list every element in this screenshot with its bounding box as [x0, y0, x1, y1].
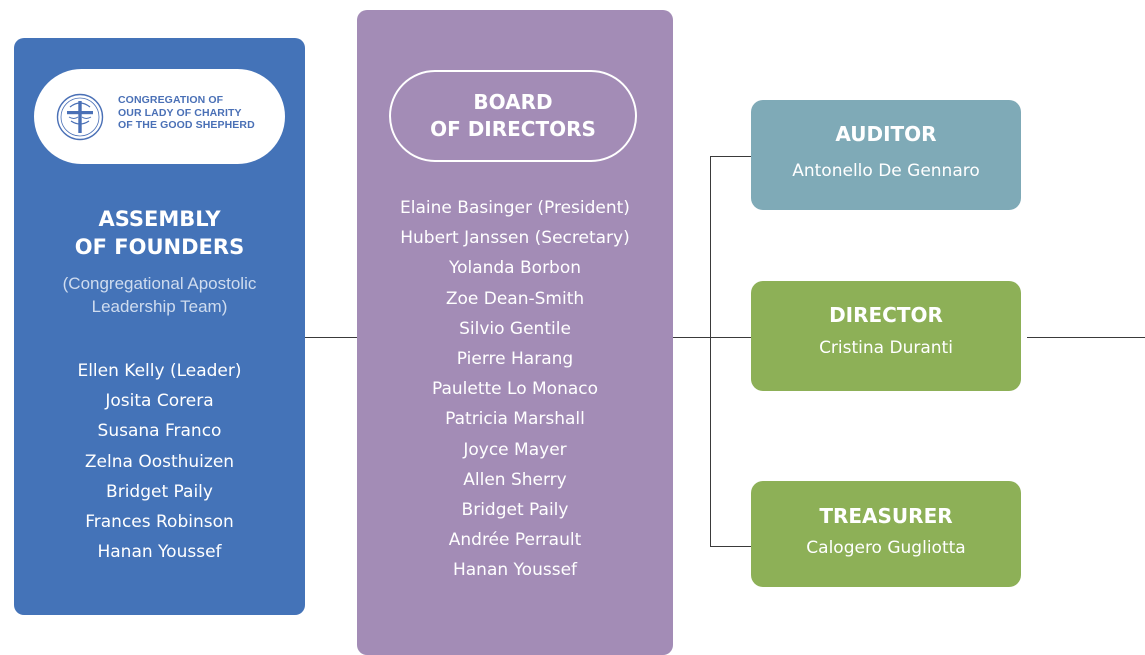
assembly-title-line: OF FOUNDERS — [74, 235, 245, 259]
board-member: Paulette Lo Monaco — [431, 379, 599, 400]
board-title-line: BOARD — [473, 90, 553, 114]
assembly-member: Susana Franco — [97, 421, 222, 442]
board-member: Zoe Dean-Smith — [445, 288, 585, 309]
assembly-member-list: Ellen Kelly (Leader) Josita Corera Susan… — [14, 356, 305, 567]
board-title: BOARD OF DIRECTORS — [430, 89, 596, 143]
logo-line: OF THE GOOD SHEPHERD — [118, 119, 255, 131]
connector-to-treasurer — [710, 546, 751, 547]
board-member: Pierre Harang — [456, 349, 574, 370]
connector-to-auditor — [710, 156, 751, 157]
director-name: Cristina Duranti — [819, 338, 953, 358]
assembly-of-founders-panel: CONGREGATION OF OUR LADY OF CHARITY OF T… — [14, 38, 305, 615]
assembly-member: Zelna Oosthuizen — [84, 451, 235, 472]
auditor-name: Antonello De Gennaro — [792, 161, 980, 181]
board-member: Hanan Youssef — [452, 560, 578, 581]
assembly-member: Hanan Youssef — [97, 542, 222, 563]
board-member-list: Elaine Basinger (President) Hubert Janss… — [357, 193, 673, 586]
connector-to-director — [710, 337, 751, 338]
connector-trunk-vertical — [710, 156, 711, 547]
treasurer-box: TREASURER Calogero Gugliotta — [751, 481, 1021, 587]
board-member: Silvio Gentile — [459, 318, 571, 339]
board-member: Elaine Basinger (President) — [400, 198, 630, 218]
auditor-title: AUDITOR — [835, 122, 937, 146]
treasurer-title: TREASURER — [819, 504, 953, 528]
board-member: Allen Sherry — [463, 469, 567, 490]
good-shepherd-seal-icon — [56, 93, 104, 141]
connector-director-out — [1027, 337, 1145, 338]
director-title: DIRECTOR — [829, 303, 943, 327]
board-of-directors-panel: BOARD OF DIRECTORS Elaine Basinger (Pres… — [357, 10, 673, 655]
auditor-box: AUDITOR Antonello De Gennaro — [751, 100, 1021, 210]
logo-line: CONGREGATION OF — [118, 94, 224, 106]
assembly-subtitle-line: (Congregational Apostolic — [62, 274, 257, 293]
assembly-subtitle-line: Leadership Team) — [91, 297, 228, 316]
board-title-line: OF DIRECTORS — [430, 117, 596, 141]
connector-assembly-board — [305, 337, 357, 338]
assembly-title-line: ASSEMBLY — [98, 207, 221, 231]
board-title-pill: BOARD OF DIRECTORS — [389, 70, 637, 162]
congregation-logo: CONGREGATION OF OUR LADY OF CHARITY OF T… — [34, 69, 285, 164]
assembly-subtitle: (Congregational Apostolic Leadership Tea… — [34, 272, 285, 318]
board-member: Bridget Paily — [461, 500, 569, 521]
board-member: Joyce Mayer — [463, 439, 567, 460]
board-member: Yolanda Borbon — [448, 258, 582, 279]
assembly-member: Ellen Kelly (Leader) — [77, 361, 242, 381]
board-member: Andrée Perrault — [448, 530, 582, 551]
connector-board-trunk — [673, 337, 711, 338]
board-member: Hubert Janssen (Secretary) — [400, 228, 630, 249]
assembly-member: Frances Robinson — [85, 512, 234, 533]
director-box: DIRECTOR Cristina Duranti — [751, 281, 1021, 391]
assembly-member: Josita Corera — [105, 391, 214, 412]
treasurer-name: Calogero Gugliotta — [806, 538, 966, 558]
assembly-title: ASSEMBLY OF FOUNDERS — [14, 205, 305, 261]
board-member: Patricia Marshall — [445, 409, 585, 430]
logo-line: OUR LADY OF CHARITY — [118, 106, 242, 119]
assembly-member: Bridget Paily — [106, 481, 213, 502]
logo-wordmark: CONGREGATION OF OUR LADY OF CHARITY OF T… — [118, 94, 278, 132]
